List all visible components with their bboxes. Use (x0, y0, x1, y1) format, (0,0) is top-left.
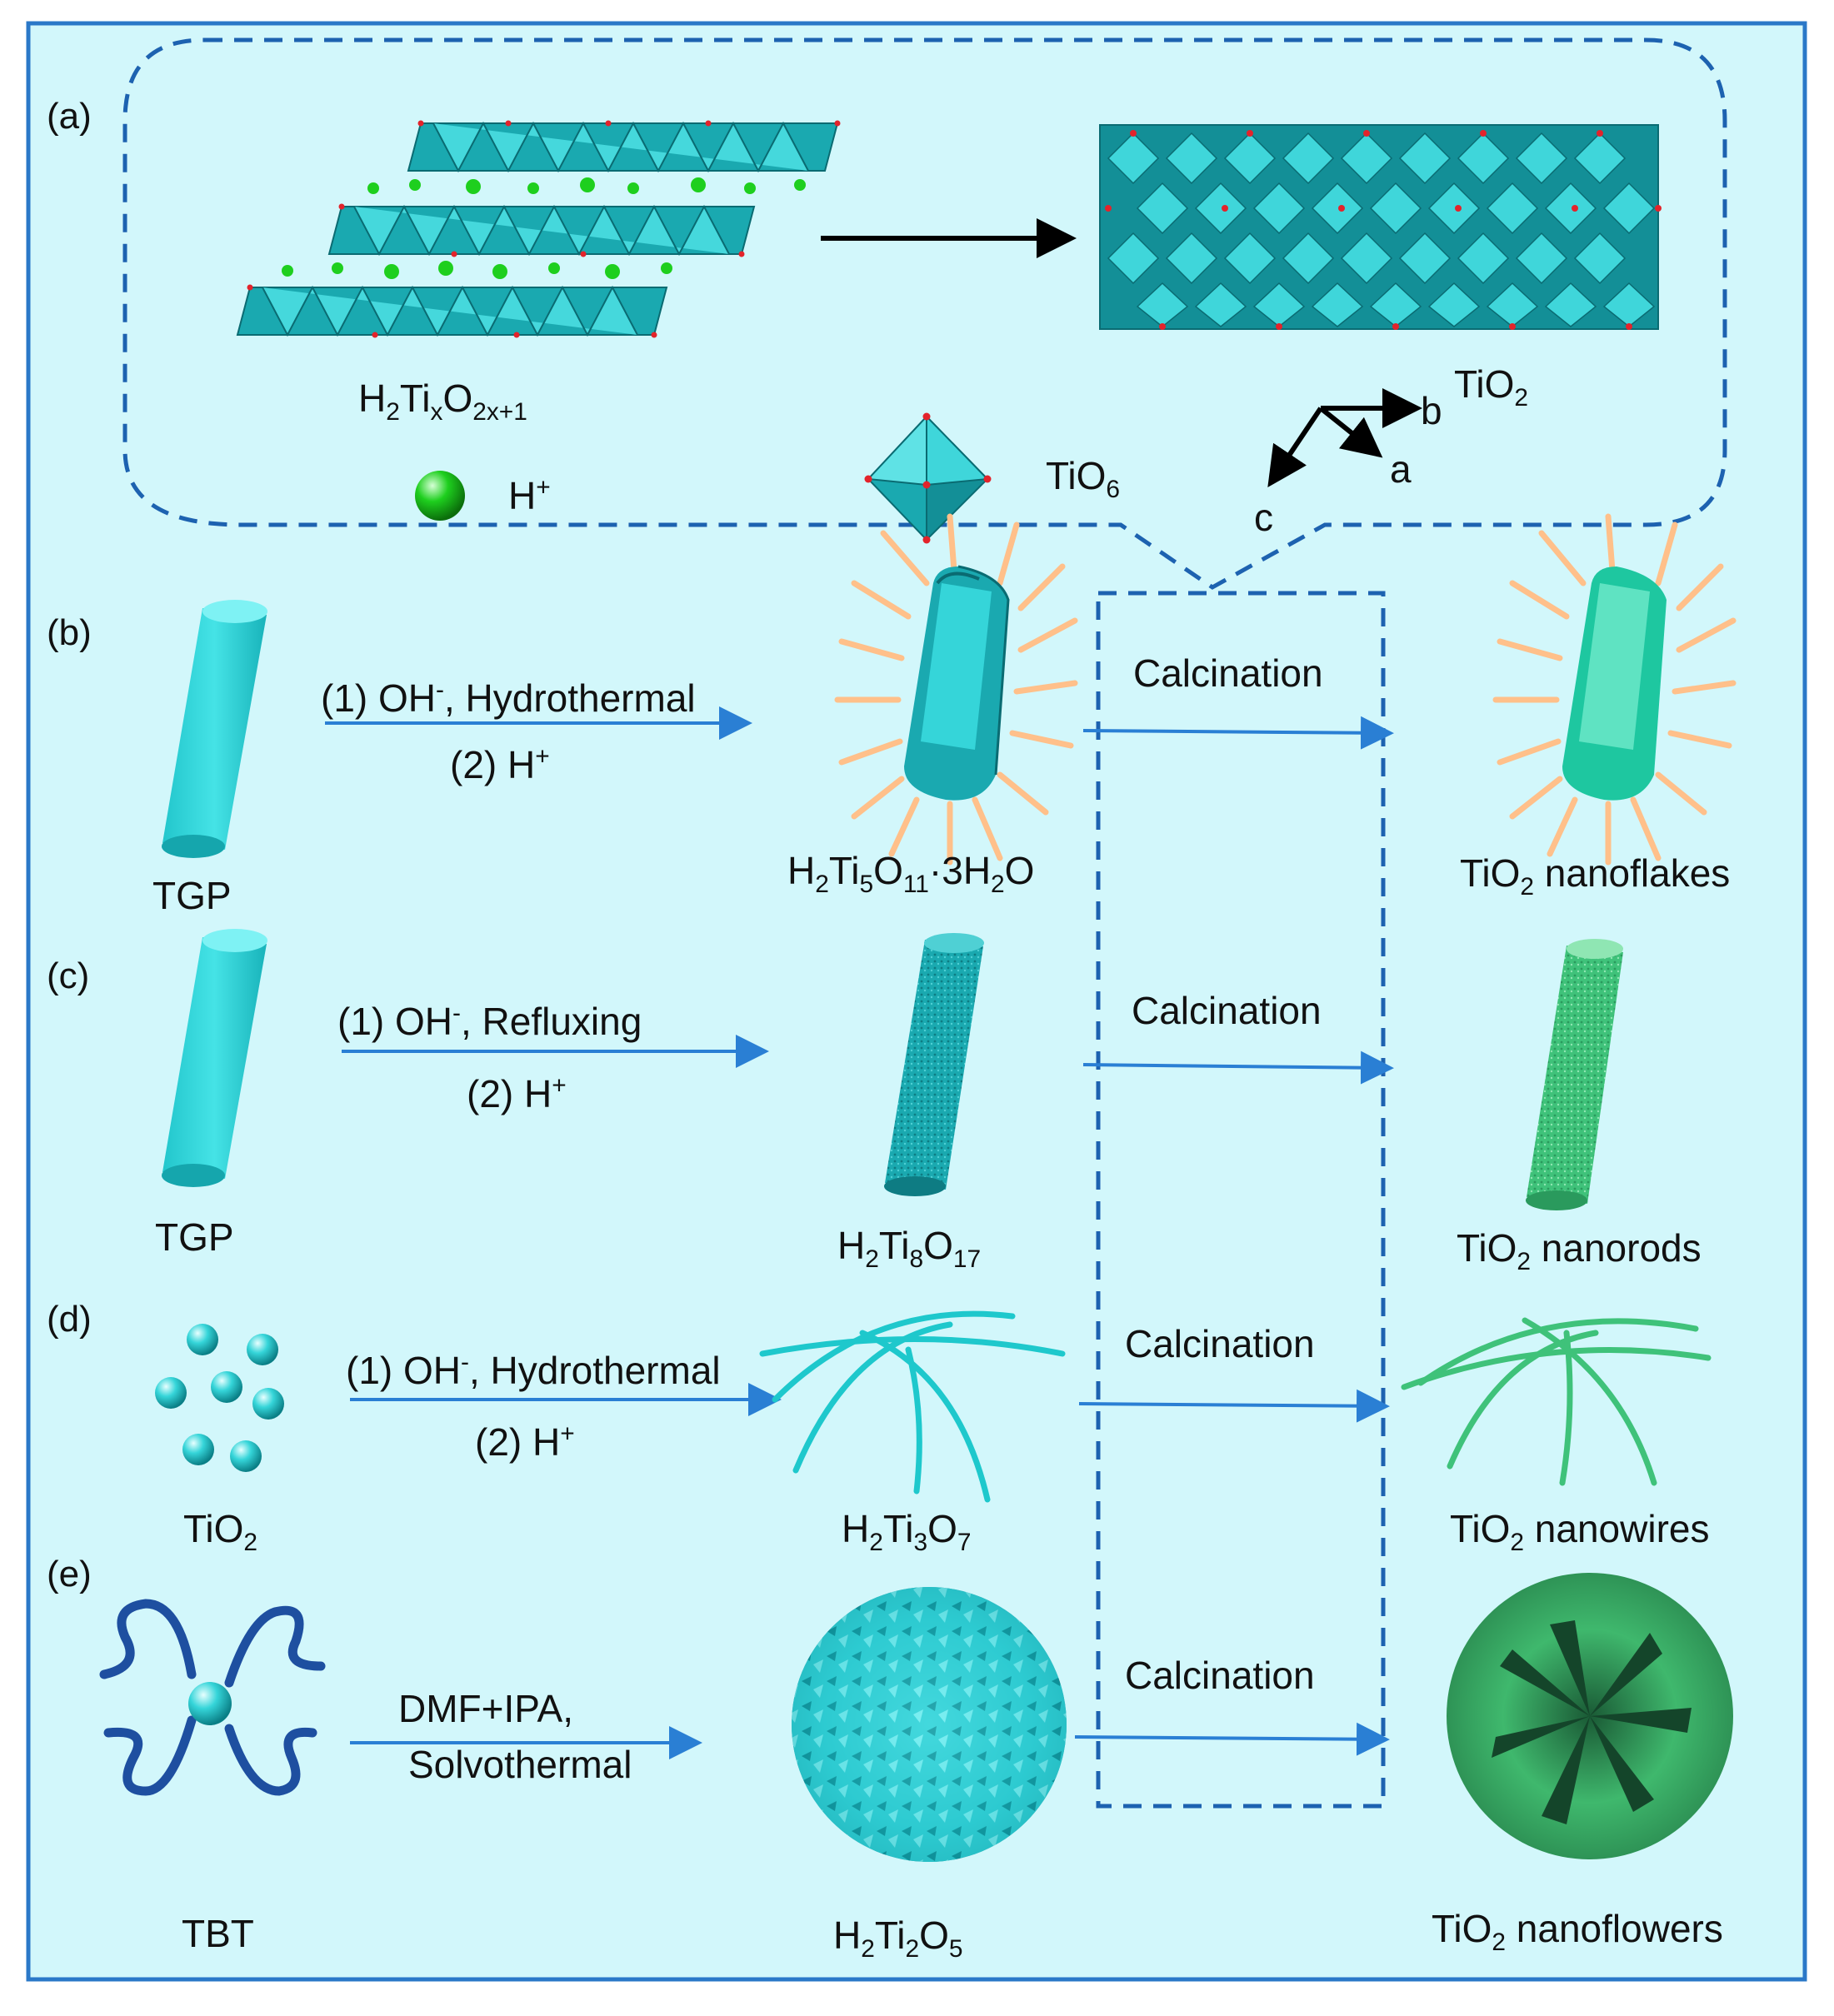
tio2-particles-icon (155, 1324, 284, 1472)
calcination-arrow-e (1074, 1722, 1390, 1756)
step2-label-d: (2) H+ (475, 1420, 575, 1464)
calcination-arrow-d (1078, 1389, 1390, 1423)
tio6-octahedron-icon (864, 412, 992, 544)
proton-sphere-icon (415, 471, 465, 521)
calcination-arrow-b (1082, 716, 1394, 750)
start-label-c: TGP (155, 1215, 234, 1259)
start-label-d: TiO2 (183, 1507, 258, 1557)
tgp-cylinder-icon (162, 929, 267, 1187)
calcination-label-d: Calcination (1125, 1322, 1315, 1365)
tgp-cylinder-icon (162, 600, 267, 858)
callout-dashed-outline (122, 37, 1727, 590)
intermediate-label-e: H2Ti2O5 (833, 1914, 963, 1964)
start-label-e: TBT (182, 1912, 254, 1955)
product-label-c: TiO2 nanorods (1457, 1226, 1702, 1276)
product-label-b: TiO2 nanoflakes (1460, 851, 1731, 901)
product-label-e: TiO2 nanoflowers (1432, 1907, 1723, 1957)
calcination-label-e: Calcination (1125, 1654, 1315, 1697)
step1-label-d: (1) OH-, Hydrothermal (346, 1348, 721, 1392)
step2-label-e: Solvothermal (408, 1743, 632, 1786)
titanate-microsphere-icon (792, 1587, 1067, 1862)
tio2-nanoflower-icon (1447, 1573, 1733, 1859)
tio2-nanorod-icon (1526, 939, 1623, 1210)
tio6-label: TiO6 (1046, 454, 1121, 504)
proton-label: H+ (508, 473, 551, 517)
titanate-nanotube-flakes-icon (834, 513, 1078, 866)
axis-c-label: c (1254, 496, 1273, 539)
start-label-b: TGP (152, 874, 232, 917)
step1-label-c: (1) OH-, Refluxing (337, 999, 642, 1043)
layered-titanate-icon (236, 120, 841, 338)
panel-label-b: (b) (47, 612, 92, 653)
panel-label-a: (a) (47, 96, 92, 137)
intermediate-label-d: H2Ti3O7 (842, 1507, 972, 1557)
axis-a-label: a (1390, 447, 1412, 491)
step1-label-b: (1) OH-, Hydrothermal (321, 676, 696, 720)
layered-titanate-formula: H2TixO2x+1 (358, 377, 527, 427)
panel-label-e: (e) (47, 1554, 92, 1594)
titanate-nanorod-icon (884, 933, 984, 1196)
step1-label-e: DMF+IPA, (398, 1687, 574, 1730)
intermediate-label-c: H2Ti8O17 (837, 1224, 982, 1274)
tio2-framework-label: TiO2 (1454, 362, 1529, 412)
tbt-molecule-icon (99, 1599, 326, 1796)
tio2-nanowires-icon (1401, 1317, 1712, 1486)
step2-label-b: (2) H+ (450, 742, 550, 786)
axis-b-label: b (1421, 389, 1442, 432)
calcination-arrow-c (1082, 1050, 1394, 1085)
tio2-nanoflakes-icon (1492, 513, 1737, 866)
calcination-label-b: Calcination (1133, 651, 1323, 695)
tio2-framework-icon (1099, 124, 1662, 330)
product-label-d: TiO2 nanowires (1450, 1507, 1710, 1557)
panel-label-d: (d) (47, 1299, 92, 1340)
calcination-label-c: Calcination (1132, 989, 1322, 1032)
crystal-axes-icon (1267, 388, 1422, 487)
step2-label-c: (2) H+ (467, 1071, 567, 1115)
panel-label-c: (c) (47, 956, 90, 996)
titanate-nanowires-icon (759, 1310, 1066, 1503)
intermediate-label-b: H2Ti5O11·3H2O (787, 849, 1035, 899)
